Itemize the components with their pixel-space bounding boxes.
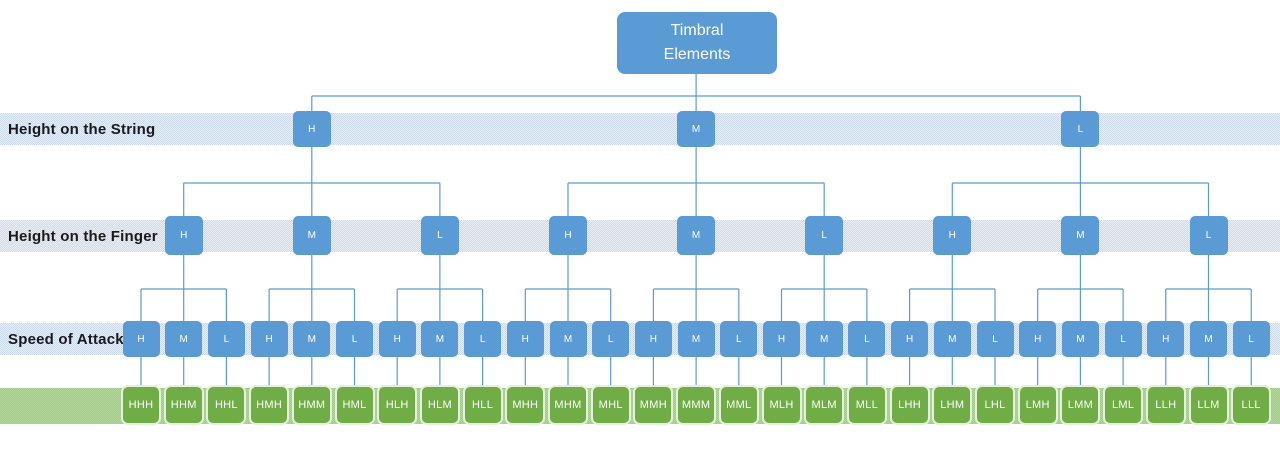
node-attack-l-23: L <box>1104 321 1142 357</box>
leaf-lml-23: LML <box>1103 385 1144 425</box>
node-attack-l-26: L <box>1232 321 1270 357</box>
leaf-lmm-22: LMM <box>1060 385 1101 425</box>
node-attack-m-22: M <box>1061 321 1099 357</box>
leaf-hlh-6: HLH <box>377 385 418 425</box>
node-attack-m-4: M <box>293 321 331 357</box>
node-attack-l-14: L <box>720 321 758 357</box>
leaf-mhh-9: MHH <box>505 385 546 425</box>
leaf-llh-24: LLH <box>1145 385 1186 425</box>
node-attack-l-11: L <box>592 321 630 357</box>
leaf-hhm-1: HHM <box>163 385 204 425</box>
leaf-hmm-4: HMM <box>291 385 332 425</box>
node-attack-h-9: H <box>506 321 544 357</box>
row-label-height-on-string: Height on the String <box>8 120 156 138</box>
node-attack-l-20: L <box>976 321 1014 357</box>
leaf-mll-17: MLL <box>846 385 887 425</box>
node-string-m-1: M <box>677 111 716 147</box>
node-finger-l-5: L <box>805 216 844 255</box>
node-attack-m-19: M <box>933 321 971 357</box>
node-finger-l-8: L <box>1189 216 1228 255</box>
node-attack-m-1: M <box>165 321 203 357</box>
leaf-mhl-11: MHL <box>590 385 631 425</box>
node-attack-h-21: H <box>1019 321 1057 357</box>
root-node-line1: Timbral <box>670 22 724 39</box>
node-attack-l-5: L <box>336 321 373 357</box>
node-attack-m-13: M <box>677 321 715 357</box>
node-finger-h-0: H <box>164 216 203 255</box>
node-attack-h-0: H <box>122 321 160 357</box>
leaf-lll-26: LLL <box>1231 385 1272 425</box>
node-attack-m-16: M <box>805 321 843 357</box>
leaf-hml-5: HML <box>334 385 375 425</box>
root-node-timbral-elements: Timbral Elements <box>617 12 777 74</box>
leaf-lhh-18: LHH <box>889 385 930 425</box>
node-attack-l-8: L <box>464 321 502 357</box>
leaf-hlm-7: HLM <box>419 385 460 425</box>
node-finger-m-4: M <box>677 216 716 255</box>
leaf-mmh-12: MMH <box>633 385 674 425</box>
node-finger-m-1: M <box>292 216 331 255</box>
node-finger-h-3: H <box>549 216 587 255</box>
leaf-hhh-0: HHH <box>121 385 161 425</box>
leaf-mlm-16: MLM <box>804 385 845 425</box>
leaf-mhm-10: MHM <box>548 385 588 425</box>
node-finger-l-2: L <box>420 216 459 255</box>
node-attack-h-15: H <box>763 321 800 357</box>
leaf-lhm-19: LHM <box>932 385 973 425</box>
leaf-llm-25: LLM <box>1188 385 1229 425</box>
node-attack-m-10: M <box>549 321 587 357</box>
root-node-line2: Elements <box>663 46 731 63</box>
leaf-hll-8: HLL <box>462 385 503 425</box>
node-attack-h-6: H <box>378 321 416 357</box>
row-label-height-on-finger: Height on the Finger <box>8 227 158 245</box>
leaf-lmh-21: LMH <box>1017 385 1058 425</box>
node-string-h-0: H <box>292 111 331 147</box>
node-finger-m-7: M <box>1061 216 1100 255</box>
node-attack-h-3: H <box>250 321 288 357</box>
node-attack-h-12: H <box>634 321 672 357</box>
node-finger-h-6: H <box>933 216 972 255</box>
leaf-mlh-15: MLH <box>761 385 802 425</box>
node-attack-m-25: M <box>1190 321 1227 357</box>
node-attack-l-17: L <box>848 321 886 357</box>
row-label-speed-of-attack: Speed of Attack <box>8 330 124 348</box>
node-attack-h-18: H <box>891 321 929 357</box>
node-attack-m-7: M <box>421 321 459 357</box>
node-attack-h-24: H <box>1147 321 1185 357</box>
node-attack-l-2: L <box>207 321 245 357</box>
leaf-lhl-20: LHL <box>975 385 1015 425</box>
leaf-mml-14: MML <box>718 385 759 425</box>
leaf-hhl-2: HHL <box>206 385 247 425</box>
leaf-hmh-3: HMH <box>249 385 290 425</box>
leaf-mmm-13: MMM <box>676 385 717 425</box>
node-string-l-2: L <box>1061 111 1100 147</box>
